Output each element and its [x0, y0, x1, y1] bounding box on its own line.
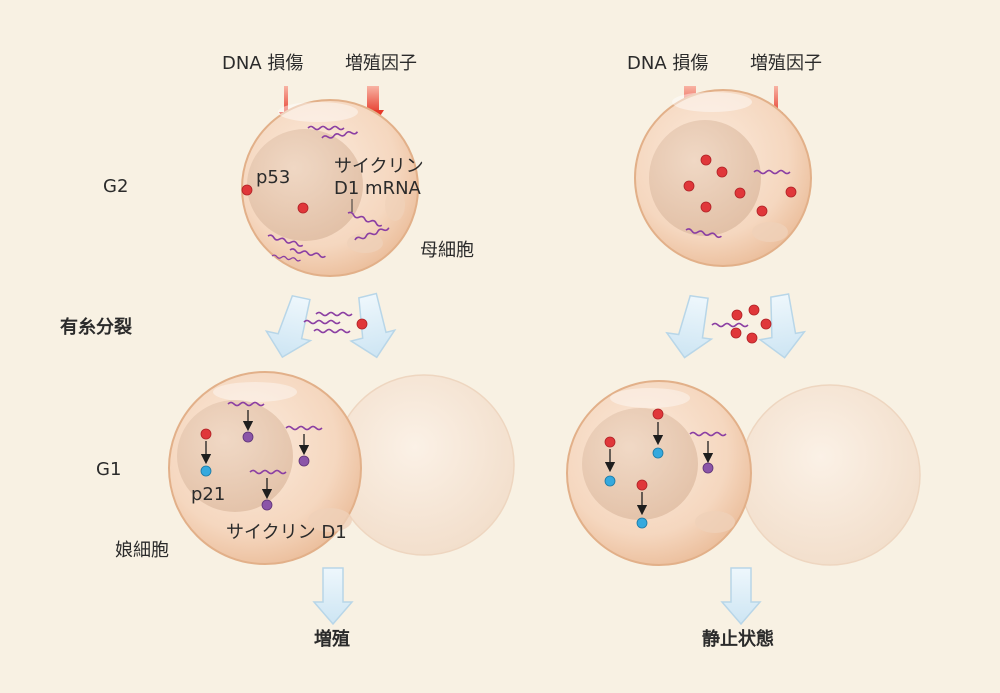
right-growth-factor-label: 増殖因子: [750, 52, 822, 74]
left-mitosis-arrow-2: [349, 292, 397, 359]
left-mother-p53-dot: [241, 184, 253, 196]
left-p53-dot: [200, 428, 212, 440]
left-mother-cell: [241, 99, 419, 277]
p21-label: p21: [191, 484, 225, 505]
mitosis-label: 有糸分裂: [60, 316, 132, 338]
right-mother-cell: [634, 89, 812, 267]
right-dna-damage-label: DNA 損傷: [627, 53, 708, 74]
right-p21-dot: [604, 475, 616, 487]
phase-g1-label: G1: [96, 459, 121, 480]
right-daughter-conversion-arrows: [604, 422, 714, 516]
right-mitosis-arrow-2: [758, 293, 807, 359]
right-daughter-cell: [566, 380, 752, 566]
right-cyclin-d1-dot: [702, 462, 714, 474]
right-p21-dot: [636, 517, 648, 529]
p53-label: p53: [256, 167, 290, 188]
cyclin-d1-mrna-label-line1: サイクリン: [334, 156, 424, 177]
left-cyclin-d1-dot: [261, 499, 273, 511]
right-daughter-nucleus: [582, 408, 698, 520]
phase-g2-label: G2: [103, 176, 128, 197]
right-ghost-daughter-cell: [739, 384, 921, 566]
left-dna-damage-label: DNA 損傷: [222, 53, 303, 74]
daughter-cell-label: 娘細胞: [115, 540, 169, 561]
right-mother-nucleus: [649, 120, 761, 236]
left-mitosis-mrna: [303, 311, 353, 334]
left-cyclin-d1-dot: [298, 455, 310, 467]
right-outcome-arrow: [720, 567, 762, 626]
left-growth-factor-label: 増殖因子: [345, 52, 417, 74]
right-mitosis-arrow-1: [665, 294, 714, 359]
left-outcome-arrow: [312, 567, 354, 626]
left-mitosis-p53-dot: [356, 318, 368, 330]
right-mitosis-p53-dots: [730, 304, 772, 344]
left-mitosis-arrow-1: [264, 294, 313, 359]
right-mitosis-mrna: [711, 322, 749, 328]
right-p21-dot: [652, 447, 664, 459]
right-p53-dot: [636, 479, 648, 491]
outcome-proliferation-label: 増殖: [314, 628, 350, 650]
outcome-quiescence-label: 静止状態: [702, 628, 774, 650]
left-mother-nucleus: [247, 129, 363, 241]
cyclin-d1-label: サイクリン D1: [226, 522, 347, 543]
left-p21-dot: [200, 465, 212, 477]
right-mother-p53-dots: [683, 154, 797, 217]
left-daughter-nucleus: [177, 400, 293, 512]
right-p53-dot: [604, 436, 616, 448]
left-daughter-conversion-arrows: [200, 410, 310, 500]
mother-cell-label: 母細胞: [420, 240, 474, 261]
left-cyclin-d1-dot: [242, 431, 254, 443]
left-mother-p53-dot: [297, 202, 309, 214]
left-daughter-cell: [168, 371, 362, 565]
right-p53-dot: [652, 408, 664, 420]
cyclin-d1-mrna-label-line2: D1 mRNA: [334, 178, 422, 199]
